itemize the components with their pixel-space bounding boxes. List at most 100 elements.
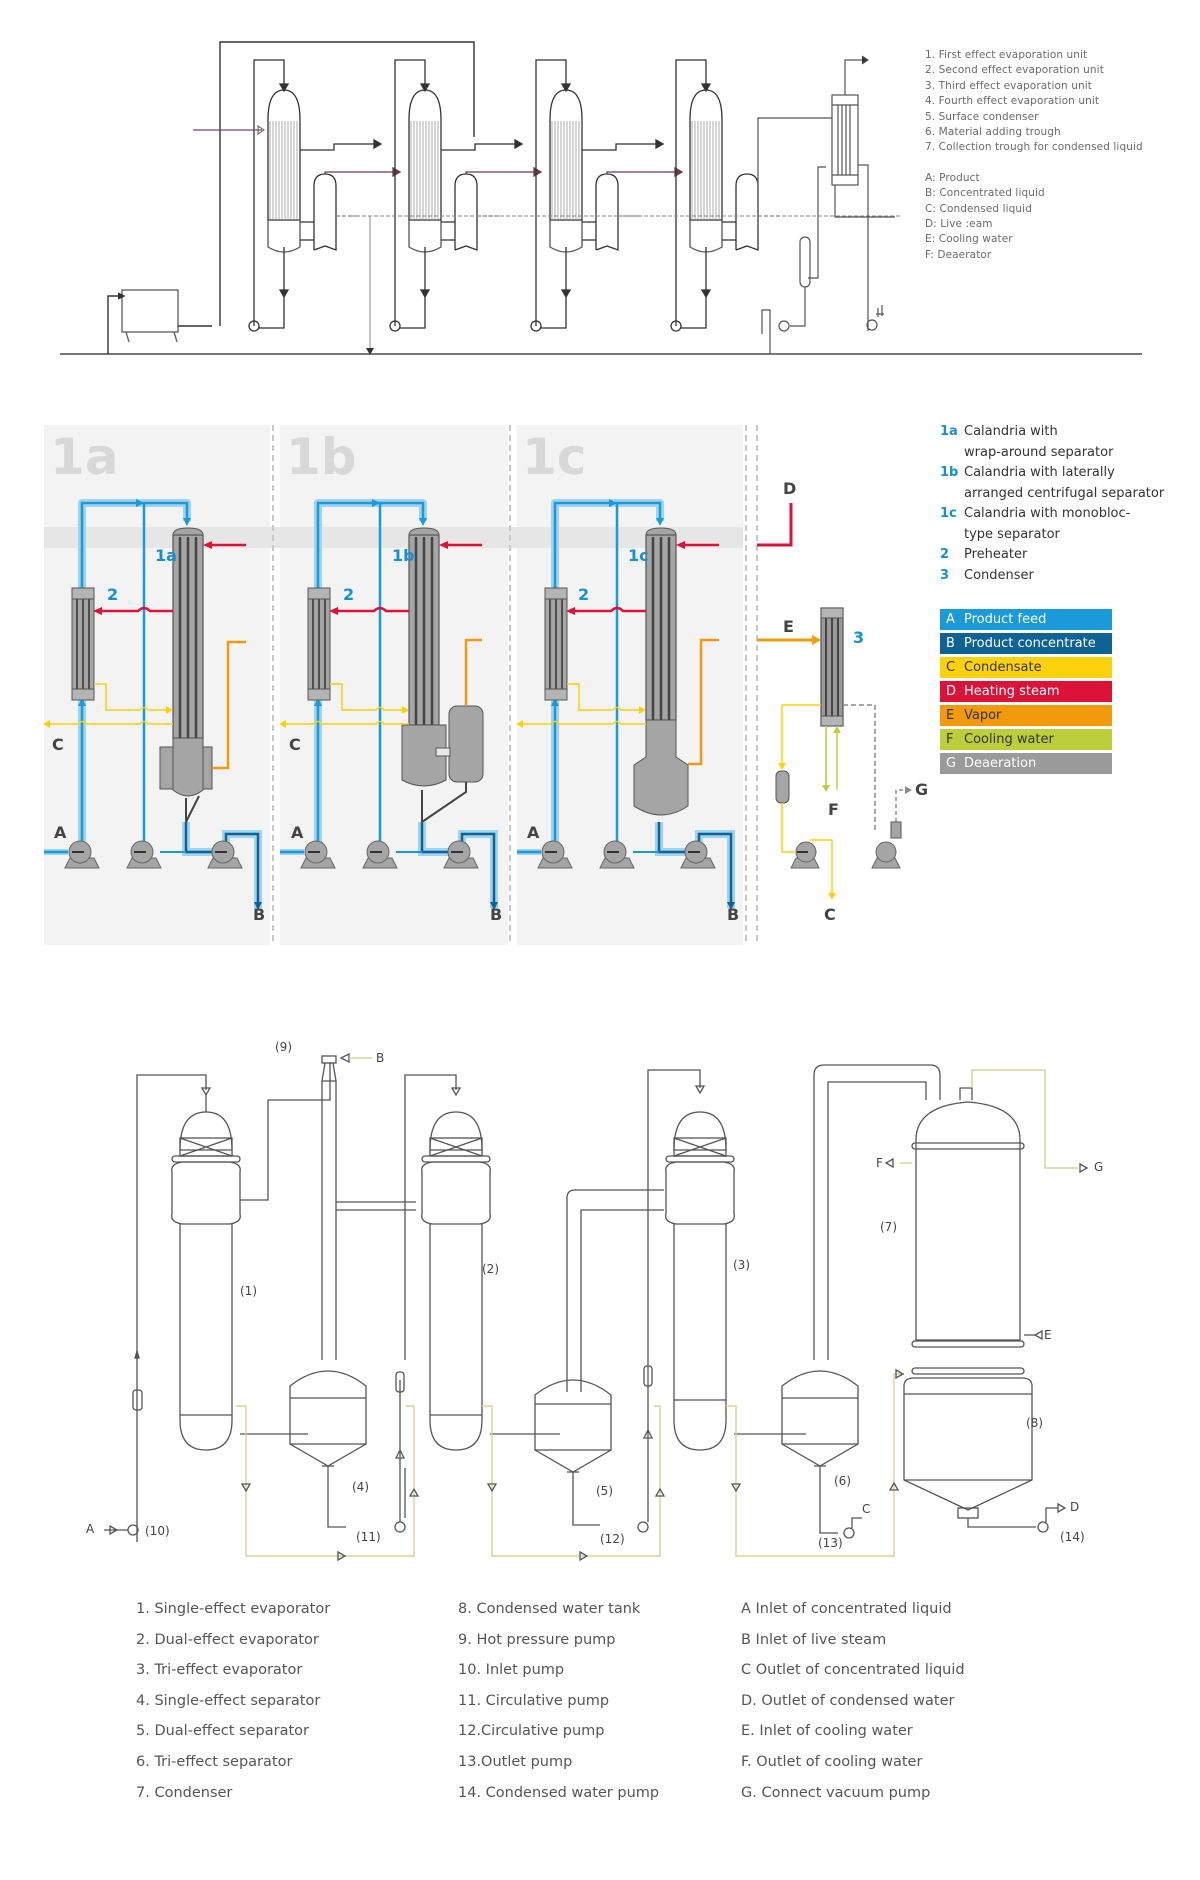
tag-A: A <box>86 1522 95 1536</box>
pump <box>207 840 243 869</box>
material-adding-trough <box>107 289 212 354</box>
color-key-label: Product feed <box>964 612 1047 627</box>
band <box>44 527 743 548</box>
top-diagram-drawing <box>60 41 1142 355</box>
unit-label-1b: 1b <box>392 546 415 565</box>
separator-5 <box>534 1069 706 1533</box>
legend-item: F. Outlet of cooling water <box>741 1753 923 1770</box>
tag-3: (3) <box>733 1258 750 1272</box>
tag-C: C <box>862 1502 871 1516</box>
legend-item: 5. Surface condenser <box>925 110 1039 123</box>
bottom-legend-col2: 8. Condensed water tank 9. Hot pressure … <box>458 1594 659 1808</box>
condensate-label: C <box>52 735 64 754</box>
legend-item: 8. Condensed water tank <box>458 1601 641 1617</box>
heating-steam-line <box>757 503 793 547</box>
color-key-label: Heating steam <box>964 684 1060 699</box>
inlet-pump-10 <box>104 1524 139 1536</box>
condensate-line <box>567 683 641 711</box>
legend-item: E: Cooling water <box>925 233 1013 246</box>
pump <box>599 840 635 869</box>
concentrate-label: B <box>727 905 740 924</box>
feed-label: A <box>54 823 67 842</box>
condensate-line <box>330 683 404 711</box>
tag-12: (12) <box>600 1532 625 1546</box>
tag-2: (2) <box>482 1262 499 1276</box>
tag-8: (8) <box>1026 1416 1043 1430</box>
color-key-item: B Product concentrate <box>940 633 1112 654</box>
legend-item: 5. Dual-effect separator <box>136 1723 309 1740</box>
legend-item: 7. Collection trough for condensed liqui… <box>925 141 1143 154</box>
legend-item: 2. Second effect evaporation unit <box>925 64 1104 77</box>
color-key-letter: D <box>946 684 957 699</box>
bottom-legend-col1: 1. Single-effect evaporator 2. Dual-effe… <box>136 1594 330 1808</box>
preheater-label: 2 <box>578 585 590 604</box>
bottom-diagram-drawing <box>104 1052 1089 1562</box>
legend-item: G. Connect vacuum pump <box>741 1784 931 1801</box>
evaporator-2 <box>404 1074 560 1451</box>
legend-item: 11. Circulative pump <box>458 1692 610 1709</box>
condenser-3 <box>820 607 844 727</box>
condenser-label: 3 <box>853 628 865 647</box>
preheater-label: 2 <box>343 585 355 604</box>
legend-item: 7. Condenser <box>136 1784 233 1801</box>
calandria-panel-1b <box>279 499 498 910</box>
legend-item: 9. Hot pressure pump <box>458 1631 616 1648</box>
condensate-pump <box>790 841 820 869</box>
steam-label: D <box>783 479 797 498</box>
evaporator-1 <box>132 1062 331 1542</box>
separator-6 <box>781 1064 941 1539</box>
condensate-label: C <box>289 735 301 754</box>
concentrate-label: B <box>253 905 266 924</box>
tag-B: B <box>376 1051 385 1065</box>
top-legend: 1. First effect evaporation unit 2. Seco… <box>925 48 1143 263</box>
pump <box>126 840 162 869</box>
legend-item: 2. Dual-effect evaporator <box>136 1631 319 1648</box>
legend-item: D. Outlet of condensed water <box>741 1692 955 1709</box>
color-key-label: Condensate <box>964 660 1042 675</box>
panel-label-1c: 1c <box>522 428 587 486</box>
collection-trough <box>866 305 884 331</box>
legend-item: 4. Fourth effect evaporation unit <box>925 95 1100 108</box>
color-key-letter: A <box>946 612 955 627</box>
vapor-line <box>212 640 246 770</box>
unit-label-1a: 1a <box>155 546 177 565</box>
legend-item: 10. Inlet pump <box>458 1662 565 1679</box>
vapor-line <box>464 638 482 706</box>
panel-label-1b: 1b <box>286 428 357 486</box>
pump <box>300 840 336 869</box>
tag-D: D <box>1070 1500 1080 1514</box>
panel-label-1a: 1a <box>50 428 119 486</box>
tag-E: E <box>1044 1328 1052 1342</box>
legend-item: A Inlet of concentrated liquid <box>741 1601 952 1617</box>
condenser-section <box>757 503 912 900</box>
tag-G: G <box>1094 1160 1104 1174</box>
color-key-label: Vapor <box>964 708 1002 723</box>
legend-item: B: Concentrated liquid <box>925 187 1045 200</box>
color-key-label: Product concentrate <box>964 636 1096 651</box>
color-key-letter: B <box>946 636 955 651</box>
tag-9: (9) <box>275 1040 292 1054</box>
vapor-label: E <box>783 617 794 636</box>
hot-pressure-pump-9 <box>321 1052 416 1360</box>
legend-item: 1. Single-effect evaporator <box>136 1601 331 1617</box>
pump <box>443 840 479 869</box>
monobloc-separator <box>633 719 689 816</box>
legend-item: E. Inlet of cooling water <box>741 1723 913 1740</box>
legend-item: A: Product <box>925 171 980 184</box>
pump <box>537 840 573 869</box>
condenser-7 <box>884 1069 1089 1375</box>
tag-F: F <box>876 1156 883 1170</box>
evaporation-unit-1 <box>248 59 402 332</box>
legend-item: 3. Third effect evaporation unit <box>925 79 1092 92</box>
condensate-out-label: C <box>824 905 836 924</box>
tag-10: (10) <box>145 1524 170 1538</box>
legend-item: F: Deaerator <box>925 248 992 261</box>
evaporation-unit-3 <box>530 59 684 332</box>
